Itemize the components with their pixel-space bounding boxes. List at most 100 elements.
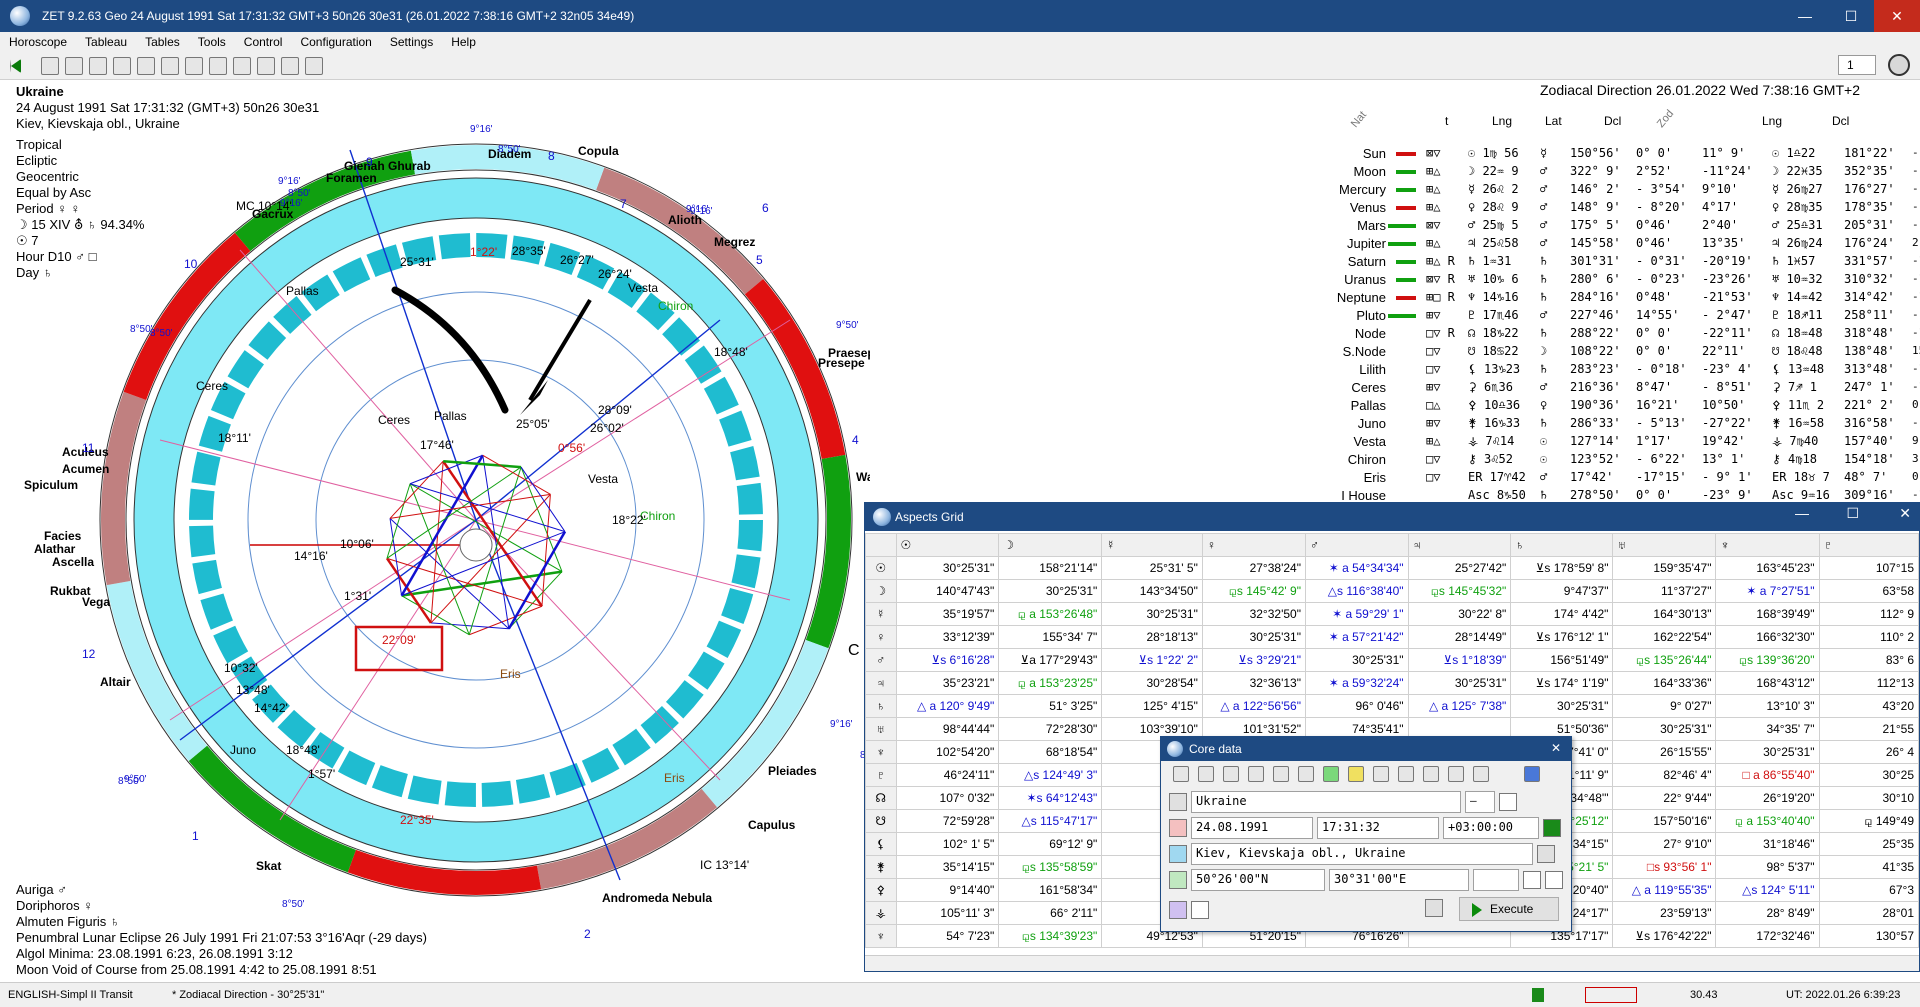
core-data-window[interactable]: Core data ✕ Ukraine – 24.08: [1160, 736, 1572, 932]
aspect-cell[interactable]: 25°35: [1818, 832, 1919, 856]
aspect-cell[interactable]: ✶ a 7°27'51": [1715, 579, 1820, 603]
world-globe-icon[interactable]: [1888, 54, 1910, 76]
planet-row[interactable]: Neptune⊞□ R♆ 14♑16♄284°16'0°48'-21°53'♆ …: [1240, 290, 1920, 308]
aspect-cell[interactable]: 30°22' 8": [1407, 602, 1512, 626]
aspect-cell[interactable]: 34°35' 7": [1715, 717, 1820, 741]
name-field[interactable]: Ukraine: [1191, 791, 1461, 813]
table-icon[interactable]: [41, 56, 59, 75]
aspect-cell[interactable]: 30°25'31": [1715, 740, 1820, 764]
aspect-cell[interactable]: ✶ a 57°21'42": [1304, 625, 1409, 649]
aspect-cell[interactable]: 68°18'54": [998, 740, 1103, 764]
aspect-row-header[interactable]: ♆: [865, 740, 897, 764]
aspect-cell[interactable]: 41°35: [1818, 855, 1919, 879]
aspect-cell[interactable]: 22° 9'44": [1612, 786, 1717, 810]
aspect-cell[interactable]: 162°22'54": [1612, 625, 1717, 649]
aspect-cell[interactable]: 164°30'13": [1612, 602, 1717, 626]
aspect-cell[interactable]: 35°19'57": [895, 602, 1000, 626]
grid-icon[interactable]: [137, 56, 155, 75]
planet-row[interactable]: Venus⊞△♀ 28♌ 9♂148° 9'- 8°20'4°17'♀ 28♍3…: [1240, 200, 1920, 218]
aspect-cell[interactable]: 26° 4: [1818, 740, 1919, 764]
aspect-cell[interactable]: 28°14'49": [1407, 625, 1512, 649]
aspect-row-header[interactable]: ♆: [865, 924, 897, 948]
aspect-cell[interactable]: 30°25'31": [1510, 694, 1614, 718]
back-arrow-icon[interactable]: [10, 58, 21, 73]
aspect-cell[interactable]: 155°34' 7": [998, 625, 1103, 649]
aspect-cell[interactable]: 96° 0'46": [1304, 694, 1409, 718]
aspect-col-header[interactable]: ♂: [1304, 533, 1409, 557]
aspect-cell[interactable]: 21°55: [1818, 717, 1919, 741]
time-field[interactable]: 17:31:32: [1317, 817, 1439, 839]
aspect-cell[interactable]: 30°25'31": [1612, 717, 1717, 741]
menu-settings[interactable]: Settings: [389, 35, 434, 49]
aspect-cell[interactable]: □s 93°56' 1": [1612, 855, 1717, 879]
planet-row[interactable]: Lilith□▽⚸ 13♑23♄283°23'- 0°18'-23° 4'⚸ 1…: [1240, 362, 1920, 380]
extra-field[interactable]: [1473, 869, 1519, 891]
aspect-cell[interactable]: 159°35'47": [1612, 556, 1717, 580]
aspect-cell[interactable]: 27° 9'10": [1612, 832, 1717, 856]
chevron-down-icon[interactable]: [1499, 793, 1517, 811]
aspect-cell[interactable]: 32°32'50": [1201, 602, 1306, 626]
close-button[interactable]: ✕: [1899, 505, 1911, 521]
planet-row[interactable]: Moon⊞△☽ 22♒ 9♂322° 9'2°52'-11°24'☽ 22♓35…: [1240, 164, 1920, 182]
aspect-cell[interactable]: △s 124°49' 3": [998, 763, 1103, 787]
aspect-cell[interactable]: 168°43'12": [1715, 671, 1820, 695]
planet-row[interactable]: S.Node□▽☋ 18♋22☽108°22'0° 0'22°11'☋ 18♌4…: [1240, 344, 1920, 362]
l-icon[interactable]: [1323, 766, 1339, 782]
radio-dot-icon[interactable]: [1191, 901, 1209, 919]
aspect-cell[interactable]: 43°20: [1818, 694, 1919, 718]
aspect-cell[interactable]: △ a 125° 7'38": [1407, 694, 1512, 718]
aspect-cell[interactable]: 30°25'31": [895, 556, 1000, 580]
close-button[interactable]: ✕: [1874, 0, 1920, 32]
aspect-cell[interactable]: 30°25: [1818, 763, 1919, 787]
longitude-field[interactable]: 30°31'00"E: [1329, 869, 1469, 891]
aspect-cell[interactable]: ⊻s 6°16'28": [895, 648, 1000, 672]
aspect-cell[interactable]: 30°25'31": [1101, 602, 1203, 626]
planet-row[interactable]: Uranus⊠▽ R♅ 10♑ 6♄280° 6'- 0°23'-23°26'♅…: [1240, 272, 1920, 290]
aspect-row-header[interactable]: ☿: [865, 602, 897, 626]
aspect-icon[interactable]: [161, 56, 179, 75]
aspect-cell[interactable]: 105°11' 3": [895, 901, 1000, 925]
aspect-cell[interactable]: 125° 4'15": [1101, 694, 1203, 718]
aspect-col-header[interactable]: ♄: [1510, 533, 1614, 557]
aspect-cell[interactable]: 107°15: [1818, 556, 1919, 580]
aspect-cell[interactable]: ⊻s 178°59' 8": [1510, 556, 1614, 580]
aspect-cell[interactable]: 72°59'28": [895, 809, 1000, 833]
aspect-cell[interactable]: 30°25'31": [998, 579, 1103, 603]
aspect-cell[interactable]: 130°57: [1818, 924, 1919, 948]
save-icon[interactable]: [1248, 766, 1264, 782]
aspect-cell[interactable]: 107° 0'32": [895, 786, 1000, 810]
aspect-cell[interactable]: 168°39'49": [1715, 602, 1820, 626]
aspect-cell[interactable]: ⊻s 176°42'22": [1612, 924, 1717, 948]
aspect-cell[interactable]: ✶ a 54°34'34": [1304, 556, 1409, 580]
aspect-cell[interactable]: 9°14'40": [895, 878, 1000, 902]
aspect-row-header[interactable]: ⚴: [865, 878, 897, 902]
aspect-cell[interactable]: 66° 2'11": [998, 901, 1103, 925]
minimize-button[interactable]: —: [1795, 505, 1809, 521]
list-icon[interactable]: [185, 56, 203, 75]
aspect-cell[interactable]: 11°37'27": [1612, 579, 1717, 603]
aspect-row-header[interactable]: ♃: [865, 671, 897, 695]
aspect-cell[interactable]: 72°28'30": [998, 717, 1103, 741]
aspect-cell[interactable]: 82°46' 4": [1612, 763, 1717, 787]
aspect-cell[interactable]: ⊻s 3°29'21": [1201, 648, 1306, 672]
aspect-row-header[interactable]: ♄: [865, 694, 897, 718]
image-icon[interactable]: [305, 56, 323, 75]
aspect-cell[interactable]: 158°21'14": [998, 556, 1103, 580]
aspect-row-header[interactable]: ☉: [865, 556, 897, 580]
aspect-cell[interactable]: 30°25'31": [1407, 671, 1512, 695]
aspect-cell[interactable]: 25°31' 5": [1101, 556, 1203, 580]
aspect-cell[interactable]: 143°34'50": [1101, 579, 1203, 603]
minimize-button[interactable]: —: [1798, 8, 1812, 24]
aspect-col-header[interactable]: ♅: [1612, 533, 1717, 557]
clipboard-icon[interactable]: [1425, 899, 1443, 917]
date-field[interactable]: 24.08.1991: [1191, 817, 1313, 839]
latitude-field[interactable]: 50°26'00"N: [1191, 869, 1325, 891]
aspect-cell[interactable]: 28° 8'49": [1715, 901, 1820, 925]
aspect-cell[interactable]: 9°47'37": [1510, 579, 1614, 603]
menu-control[interactable]: Control: [243, 35, 283, 49]
aspect-cell[interactable]: 112°13: [1818, 671, 1919, 695]
aspect-col-header[interactable]: ♀: [1201, 533, 1306, 557]
aspect-cell[interactable]: ⊻s 174° 1'19": [1510, 671, 1614, 695]
